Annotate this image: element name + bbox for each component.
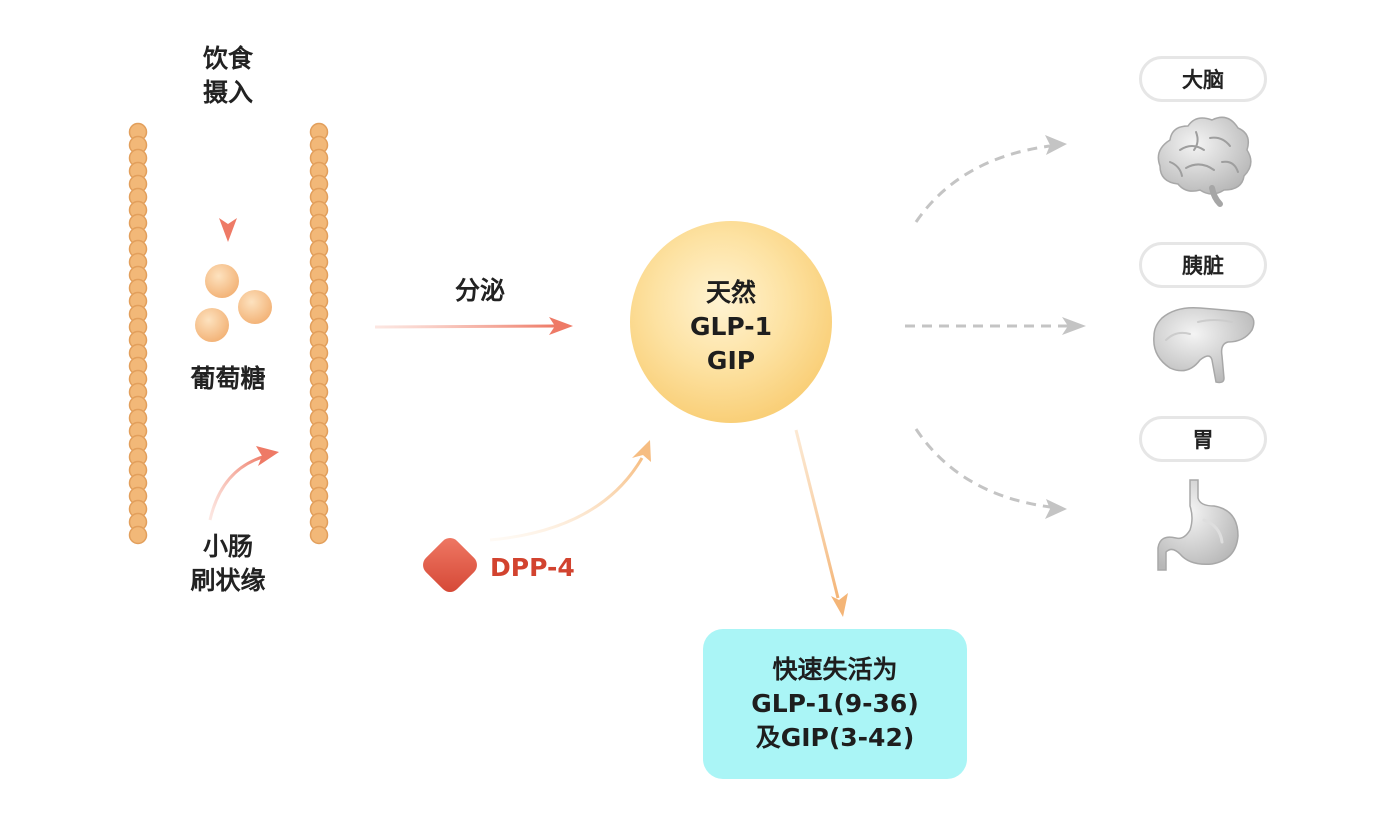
brush-border-label: 小肠 刷状缘 — [168, 530, 288, 598]
inactivation-arrow — [794, 429, 848, 617]
secrete-arrow — [374, 317, 573, 335]
inactivation-result-box: 快速失活为 GLP-1(9-36) 及GIP(3-42) — [703, 629, 967, 779]
result-line1: 快速失活为 — [772, 655, 898, 684]
wall-bead — [128, 525, 148, 545]
brush-border-arrow — [208, 446, 279, 521]
hormone-circle — [630, 221, 832, 423]
intake-label-line2: 摄入 — [202, 78, 253, 107]
intake-label: 饮食 摄入 — [188, 42, 268, 110]
glucose-ball — [238, 290, 272, 324]
dashed-arrow-brain — [914, 135, 1067, 223]
intake-label-line1: 饮食 — [202, 44, 253, 73]
glucose-molecules — [195, 264, 272, 342]
dashed-arrow-stomach — [914, 428, 1067, 519]
result-line3: 及GIP(3-42) — [755, 723, 915, 752]
glucose-ball — [205, 264, 239, 298]
brush-border-label-line2: 刷状缘 — [190, 566, 266, 595]
secrete-label: 分泌 — [454, 276, 505, 305]
organ-pill-brain: 大脑 — [1139, 56, 1267, 102]
intestine-wall-right — [309, 122, 329, 545]
brain-icon — [1157, 116, 1252, 207]
intake-arrow — [219, 115, 237, 242]
dpp4-label: DPP-4 — [490, 553, 575, 582]
hormone-label-line2: GLP-1 — [689, 312, 773, 341]
organ-pill-stomach: 胃 — [1139, 416, 1267, 462]
hormone-label-line1: 天然 — [705, 278, 756, 307]
glucose-label: 葡萄糖 — [190, 364, 266, 393]
dpp4-arrow — [489, 440, 651, 542]
stomach-icon — [1157, 479, 1239, 571]
organ-pill-pancreas: 胰脏 — [1139, 242, 1267, 288]
dashed-arrow-pancreas — [905, 317, 1086, 335]
result-line2: GLP-1(9-36) — [751, 689, 919, 718]
hormone-label: 天然 GLP-1 GIP — [661, 276, 801, 378]
intestine-wall-left — [128, 122, 148, 545]
brush-border-label-line1: 小肠 — [202, 532, 253, 561]
glucose-ball — [195, 308, 229, 342]
pancreas-icon — [1153, 306, 1255, 384]
wall-bead — [309, 525, 329, 545]
dpp4-enzyme-icon — [423, 538, 477, 592]
hormone-label-line3: GIP — [706, 346, 756, 375]
